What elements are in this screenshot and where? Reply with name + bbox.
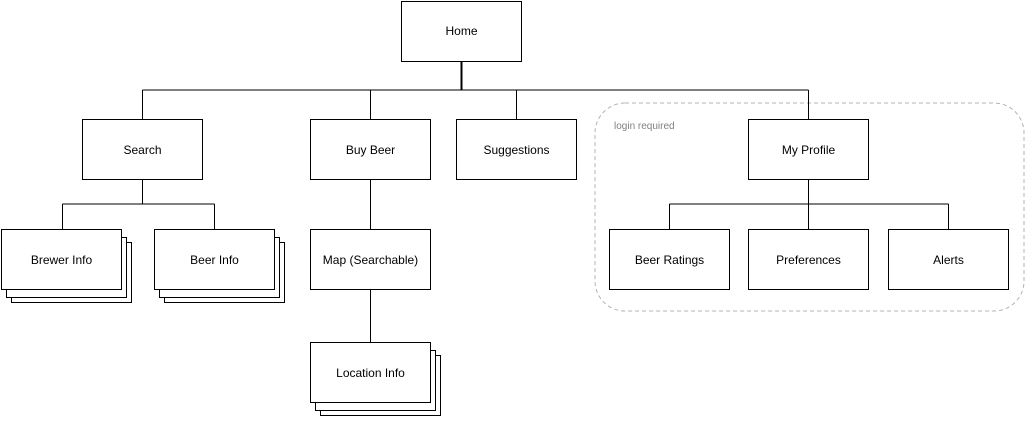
node-beer-ratings: Beer Ratings — [609, 229, 730, 290]
node-buy-beer-label: Buy Beer — [346, 143, 395, 157]
node-suggestions-label: Suggestions — [483, 143, 549, 157]
node-location-info: Location Info — [310, 342, 441, 416]
node-brewer-info-label: Brewer Info — [31, 253, 93, 267]
login-required-group — [594, 102, 1025, 312]
connectors — [62, 62, 949, 342]
node-buy-beer: Buy Beer — [310, 119, 431, 180]
node-location-info-label: Location Info — [336, 366, 405, 380]
node-search-label: Search — [123, 143, 161, 157]
node-brewer-info: Brewer Info — [1, 229, 132, 303]
node-alerts-label: Alerts — [933, 253, 964, 267]
node-home-label: Home — [445, 24, 477, 38]
node-suggestions: Suggestions — [456, 119, 577, 180]
login-required-label: login required — [614, 121, 675, 132]
node-search: Search — [82, 119, 203, 180]
node-my-profile-label: My Profile — [782, 143, 836, 157]
node-home: Home — [401, 1, 522, 62]
node-beer-ratings-label: Beer Ratings — [635, 253, 704, 267]
node-preferences-label: Preferences — [776, 253, 841, 267]
node-map: Map (Searchable) — [310, 229, 431, 290]
node-beer-info: Beer Info — [154, 229, 285, 303]
node-map-label: Map (Searchable) — [323, 253, 418, 267]
node-my-profile: My Profile — [748, 119, 869, 180]
node-alerts: Alerts — [888, 229, 1009, 290]
node-preferences: Preferences — [748, 229, 869, 290]
node-beer-info-label: Beer Info — [190, 253, 239, 267]
